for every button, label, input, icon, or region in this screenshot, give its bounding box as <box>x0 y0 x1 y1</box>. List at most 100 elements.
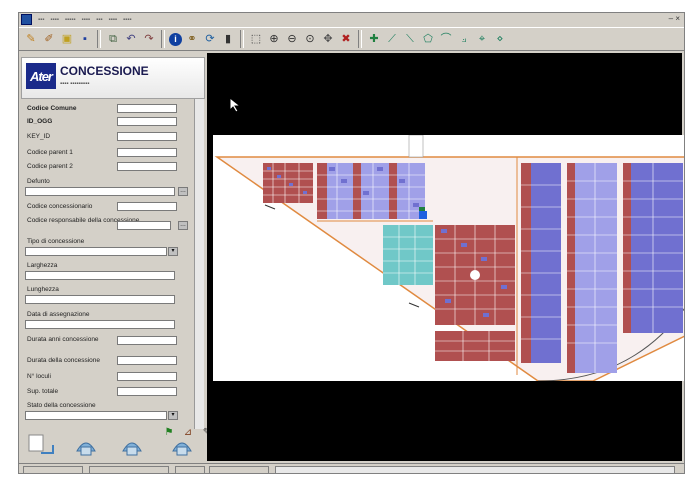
field-tipo[interactable] <box>25 247 167 256</box>
field-stato[interactable] <box>25 411 167 420</box>
undo-icon[interactable]: ↶ <box>126 32 136 45</box>
tipo-dropdown-button[interactable]: ▾ <box>168 247 178 256</box>
measure-icon[interactable]: ⟓ <box>461 32 467 45</box>
row-label-defunto: Defunto <box>27 178 50 185</box>
draw-polygon-icon[interactable]: ⬠ <box>423 32 433 45</box>
ater-logo: Ater <box>26 63 56 89</box>
draw-line-icon[interactable]: ⟋ <box>388 32 396 45</box>
menu-item-tools[interactable]: ▪▪▪ <box>96 16 103 23</box>
main-toolbar: ✎ ✐ ▣ ▪ ⧉ ↶ ↷ i ⚭ ⟳ ▮ ⬚ ⊕ ⊖ ⊙ ✥ ✖ ✚ ⟋ ⟍ … <box>19 27 684 51</box>
redo-icon[interactable]: ↷ <box>144 32 154 45</box>
zoom-window-icon[interactable]: ⊙ <box>305 32 315 45</box>
zoom-in-icon[interactable]: ⊕ <box>269 32 279 45</box>
menu-item-edit[interactable]: ▪▪▪▪ <box>50 16 59 23</box>
field-key-id[interactable] <box>117 132 177 141</box>
field-durata-anni[interactable] <box>117 336 177 345</box>
new-record-icon[interactable] <box>27 431 57 461</box>
last-record-icon[interactable] <box>167 431 197 461</box>
prev-record-icon[interactable] <box>71 431 101 461</box>
toolbar-separator <box>97 30 101 48</box>
field-parent-2[interactable] <box>117 162 177 171</box>
entrance-gate <box>408 135 424 158</box>
section-east-column-2[interactable] <box>567 163 617 373</box>
cursor-arrow-icon <box>229 97 242 113</box>
roundabout-marker <box>470 270 480 280</box>
toolbar-separator <box>358 30 362 48</box>
draw-polyline-icon[interactable]: ⟍ <box>406 32 414 45</box>
lookup-defunto-button[interactable]: … <box>178 187 188 196</box>
horizontal-scrollbar[interactable] <box>275 466 675 473</box>
stato-dropdown-button[interactable]: ▾ <box>168 411 178 420</box>
status-pane-nav[interactable] <box>175 466 205 473</box>
row-label-responsabile: Codice responsabile della concessione <box>27 217 140 224</box>
green-flag-icon[interactable]: ⚑ <box>164 427 174 438</box>
field-parent-1[interactable] <box>117 148 177 157</box>
menu-item-file[interactable]: ▪▪▪ <box>38 16 45 23</box>
section-east-column-3[interactable] <box>623 163 683 333</box>
layer-icon[interactable]: ⧉ <box>109 32 117 45</box>
brush-icon[interactable]: ✐ <box>44 32 54 45</box>
row-label-id-ogg: ID_OGG <box>27 118 53 125</box>
menu-bar: ▪▪▪ ▪▪▪▪ ▪▪▪▪▪ ▪▪▪▪ ▪▪▪ ▪▪▪▪ ▪▪▪▪ – × <box>19 13 684 26</box>
attribute-panel: Ater CONCESSIONE ▪▪▪▪ ▪▪▪▪▪▪▪▪▪ Codice C… <box>21 53 230 463</box>
snap-icon[interactable]: ⌖ <box>478 32 486 45</box>
cemetery-plan-map[interactable] <box>213 135 685 381</box>
zoom-out-icon[interactable]: ⊖ <box>287 32 297 45</box>
field-responsabile[interactable] <box>117 221 171 230</box>
status-pane-record <box>89 466 169 473</box>
section-east-column-1[interactable] <box>521 163 561 363</box>
field-data-assegnazione[interactable] <box>25 320 175 329</box>
section-centre-cyan[interactable] <box>383 211 433 285</box>
select-area-icon[interactable]: ⬚ <box>250 32 262 45</box>
row-label-durata-anni: Durata anni concessione <box>27 336 99 343</box>
dimension-markers <box>264 204 420 308</box>
panel-subtitle-scribble: ▪▪▪▪ ▪▪▪▪▪▪▪▪▪ <box>60 81 90 87</box>
delete-icon[interactable]: ▮ <box>224 32 232 45</box>
brand-header: Ater CONCESSIONE ▪▪▪▪ ▪▪▪▪▪▪▪▪▪ <box>21 57 205 99</box>
row-label-loculi: N° loculi <box>27 373 51 380</box>
section-north-centre[interactable] <box>317 163 425 219</box>
field-concessionario[interactable] <box>117 202 177 211</box>
info-icon[interactable]: i <box>169 32 182 46</box>
row-label-lunghezza: Lunghezza <box>27 286 59 293</box>
field-codice-comune[interactable] <box>117 104 177 113</box>
menu-item-insert[interactable]: ▪▪▪▪ <box>81 16 91 23</box>
field-sup-totale[interactable] <box>117 387 177 396</box>
window-controls[interactable]: – × <box>668 14 680 23</box>
section-north-west[interactable] <box>263 163 313 203</box>
field-loculi[interactable] <box>117 372 177 381</box>
field-defunto[interactable] <box>25 187 175 196</box>
row-label-parent-2: Codice parent 2 <box>27 163 73 170</box>
menu-item-view[interactable]: ▪▪▪▪▪ <box>64 16 76 23</box>
field-larghezza[interactable] <box>25 271 175 280</box>
draw-arc-icon[interactable]: ⌒ <box>440 32 452 45</box>
add-point-icon[interactable]: ✚ <box>369 32 379 45</box>
next-record-icon[interactable] <box>117 431 147 461</box>
filter-icon[interactable]: ⊿ <box>183 427 193 438</box>
row-label-durata: Durata della concessione <box>27 357 100 364</box>
field-lunghezza[interactable] <box>25 295 175 304</box>
row-label-concessionario: Codice concessionario <box>27 203 93 210</box>
lookup-responsabile-button[interactable]: … <box>178 221 188 230</box>
edit-icon[interactable]: ✎ <box>199 425 215 441</box>
field-id-ogg[interactable] <box>117 117 177 126</box>
menu-item-window[interactable]: ▪▪▪▪ <box>108 16 117 23</box>
section-centre-lower[interactable] <box>435 331 515 361</box>
close-layer-icon[interactable]: ✖ <box>341 32 351 45</box>
link-icon[interactable]: ⚭ <box>187 32 197 45</box>
toolbar-separator <box>161 30 165 48</box>
section-centre-red[interactable] <box>435 225 515 325</box>
app-icon[interactable] <box>21 14 32 25</box>
save-icon[interactable]: ▪ <box>83 32 87 45</box>
open-folder-icon[interactable]: ▣ <box>61 32 73 45</box>
refresh-icon[interactable]: ⟳ <box>205 32 215 45</box>
menu-item-help[interactable]: ▪▪▪▪ <box>122 16 132 23</box>
map-canvas[interactable] <box>207 53 685 461</box>
pan-icon[interactable]: ✥ <box>323 32 333 45</box>
panel-scrollbar[interactable] <box>194 99 204 429</box>
row-label-codice-comune: Codice Comune <box>27 105 77 112</box>
edit-vertex-icon[interactable]: ⋄ <box>496 32 504 45</box>
row-label-stato: Stato della concessione <box>27 402 96 409</box>
pencil-icon[interactable]: ✎ <box>26 32 36 45</box>
field-durata[interactable] <box>117 356 177 365</box>
